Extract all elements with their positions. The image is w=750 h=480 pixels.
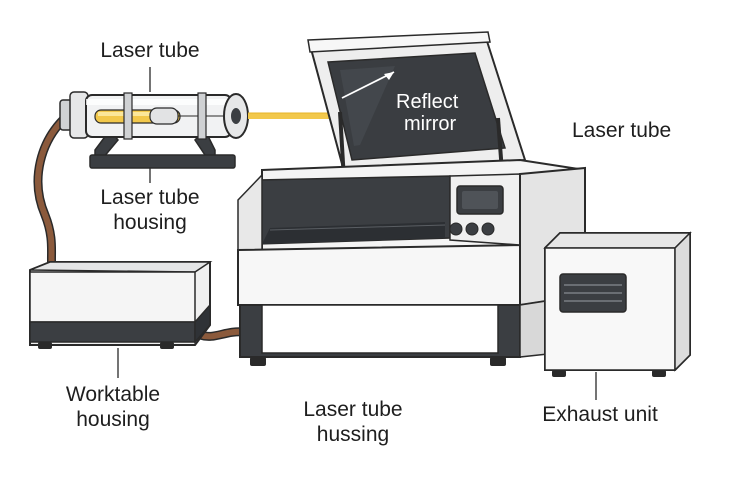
worktable-housing-line1: Worktable — [65, 383, 161, 406]
laser-tube-right-label: Laser tube — [572, 119, 672, 142]
worktable-housing-label: Worktable housing — [48, 382, 178, 432]
reflect-mirror-line1: Reflect — [396, 91, 459, 113]
reflect-mirror-line2: mirror — [404, 113, 457, 135]
worktable-housing-line2: housing — [76, 408, 150, 431]
exhaust-unit-icon — [543, 231, 692, 377]
laser-tube-housing-line1: Laser tube — [100, 186, 200, 209]
laser-tube-hussing-line1: Laser tube — [303, 398, 403, 421]
laser-tube-housing-line2: housing — [113, 211, 187, 234]
exhaust-unit-label: Exhaust unit — [542, 403, 658, 426]
laser-tube-housing-label: Laser tube housing — [78, 185, 222, 235]
laser-tube-hussing-line2: hussing — [316, 423, 390, 446]
chiller-box-icon — [29, 261, 213, 349]
laser-beam-icon — [248, 112, 336, 119]
laser-cutter-icon — [237, 31, 586, 366]
laser-tube-icon — [59, 91, 249, 169]
leader-lines — [117, 67, 597, 400]
laser-tube-top-label: Laser tube — [100, 39, 200, 62]
reflect-mirror-label: Reflect mirror — [396, 91, 486, 135]
laser-tube-hussing-label: Laser tube hussing — [278, 397, 428, 447]
